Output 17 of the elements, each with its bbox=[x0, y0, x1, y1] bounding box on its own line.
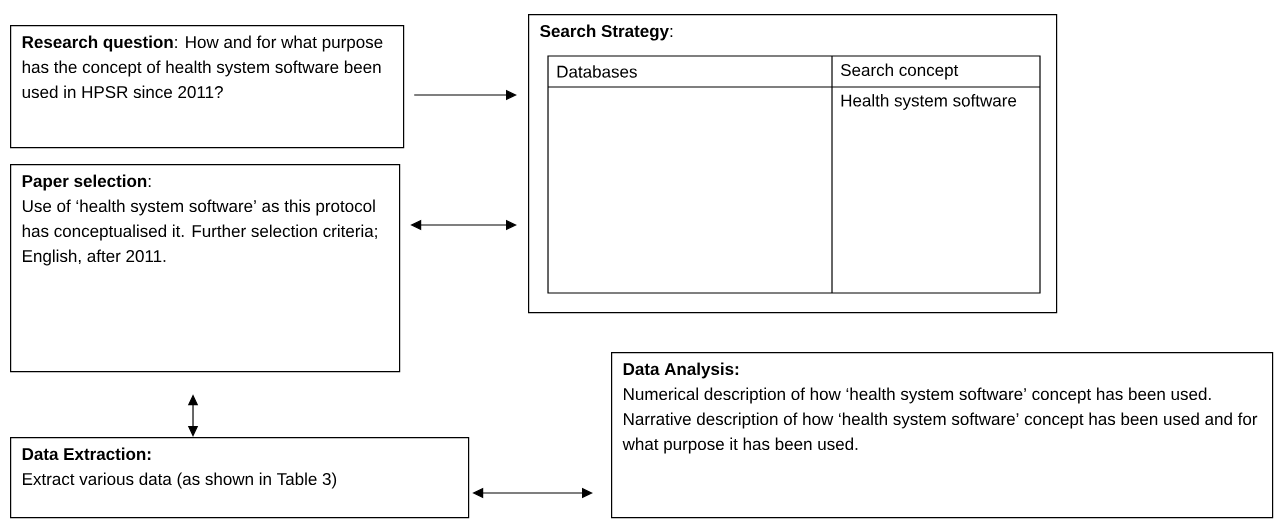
column-heading: Search concept bbox=[840, 63, 959, 80]
box-text: Extract various data (as shown in Table 3) bbox=[23, 472, 337, 489]
box-text: Data Analysis: bbox=[623, 362, 739, 379]
process-box bbox=[10, 164, 401, 373]
box-text: Use of ‘health system software’ as this protocol has conceptualised it. Further selection criteria; English, after 2011. bbox=[22, 199, 377, 266]
box-text: Data Extraction: bbox=[22, 447, 151, 461]
column-heading: Databases bbox=[557, 65, 637, 78]
box-text: Narrative description of how ‘health system software’ concept has been used and for what purpose it has been used. bbox=[622, 412, 1258, 454]
process-box bbox=[611, 352, 1274, 519]
search-term: Health system software bbox=[841, 94, 1017, 110]
box-text: Numerical description of how ‘health system software’ concept has been used. bbox=[624, 387, 1211, 404]
process-box bbox=[528, 14, 1058, 314]
box-text: Research question: How and for what purpose has the concept of health system software been used in HPSR since 2011? bbox=[22, 35, 383, 99]
box-text: Paper selection: bbox=[22, 174, 151, 191]
box-text: Search Strategy: bbox=[540, 24, 673, 41]
process-box bbox=[10, 25, 405, 149]
process-box bbox=[10, 437, 470, 519]
